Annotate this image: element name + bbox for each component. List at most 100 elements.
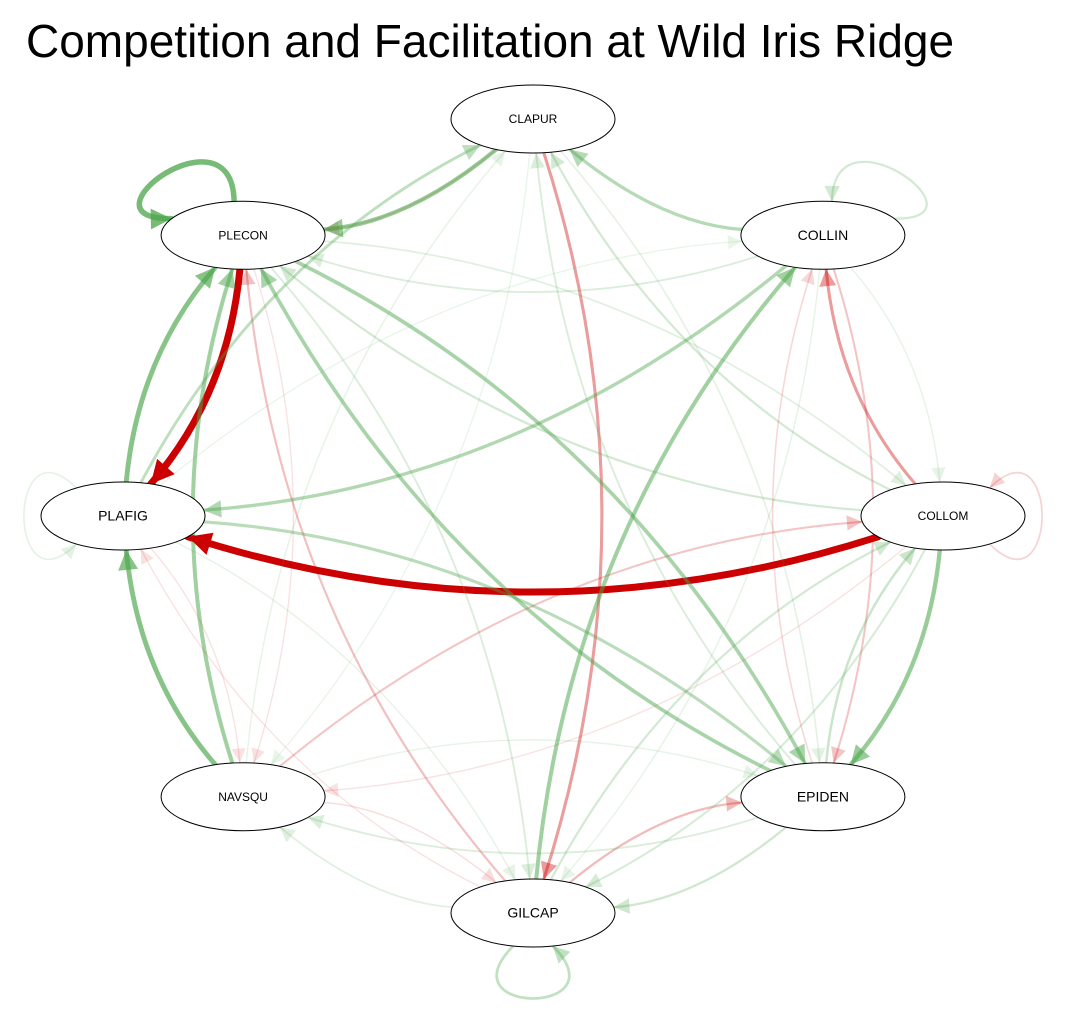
- edge-navsqu-to-collom: [278, 520, 864, 768]
- edge-gilcap-to-navsqu: [278, 826, 454, 909]
- self-loop-edge: [495, 944, 571, 1000]
- node-plafig: PLAFIG: [40, 481, 206, 551]
- edges-layer: [23, 143, 1043, 1000]
- edge-gilcap-to-collom: [549, 541, 892, 881]
- edge-arrowhead: [540, 860, 557, 880]
- node-epiden: EPIDEN: [740, 762, 906, 832]
- edge-collin-to-gilcap: [559, 268, 821, 882]
- node-label: GILCAP: [507, 905, 558, 921]
- node-collin: COLLIN: [740, 200, 906, 270]
- edge-navsqu-to-gilcap: [323, 801, 498, 884]
- edge-arrowhead: [898, 548, 916, 566]
- edge-collom-to-epiden: [848, 547, 942, 767]
- node-navsqu: NAVSQU: [160, 762, 326, 832]
- edge-clapur-to-gilcap: [542, 151, 604, 881]
- edge-arrowhead: [203, 500, 222, 518]
- edge-collom-to-gilcap: [584, 548, 927, 888]
- edge-plecon-to-collom: [323, 240, 908, 487]
- nodes-layer: CLAPUR PLECON COLLIN PLAFIG COLLOM NAVSQU EPID…: [40, 84, 1026, 948]
- edge-collin-to-plafig: [202, 264, 788, 512]
- edge-arrowhead: [873, 542, 891, 556]
- edge-clapur-to-navsqu: [270, 152, 531, 766]
- edge-arrowhead: [502, 863, 516, 880]
- edge-arrowhead: [569, 149, 589, 167]
- edge-arrowhead: [850, 744, 871, 765]
- node-ellipse: [40, 481, 206, 551]
- edge-navsqu-to-plafig: [123, 547, 218, 768]
- edge-plafig-to-epiden: [202, 520, 788, 768]
- node-ellipse: [860, 481, 1026, 551]
- self-loop-edge: [830, 160, 928, 220]
- edge-epiden-to-plecon: [259, 266, 773, 773]
- edge-arrowhead: [824, 185, 840, 202]
- edge-arrowhead: [767, 749, 787, 767]
- edge-arrowhead: [831, 746, 846, 763]
- edge-arrowhead: [819, 269, 837, 287]
- edge-arrowhead: [279, 827, 296, 843]
- edge-arrowhead: [989, 472, 1006, 488]
- edge-arrowhead: [776, 267, 796, 288]
- edge-gilcap-to-epiden: [568, 801, 744, 884]
- edge-plafig-to-collin: [159, 240, 743, 487]
- edge-plafig-to-plecon: [123, 264, 218, 485]
- edge-clapur-to-plecon: [322, 148, 498, 231]
- edge-navsqu-to-clapur: [245, 150, 507, 764]
- edge-arrowhead: [60, 544, 77, 560]
- chart-title: Competition and Facilitation at Wild Iri…: [26, 15, 955, 67]
- edge-arrowhead: [890, 470, 907, 486]
- node-ellipse: [740, 200, 906, 270]
- edge-arrowhead: [231, 748, 246, 763]
- node-label: PLECON: [218, 228, 267, 242]
- node-ellipse: [450, 878, 616, 948]
- arrowheads-layer: [60, 145, 1006, 964]
- edge-arrowhead: [811, 747, 826, 763]
- edge-arrowhead: [585, 873, 603, 887]
- edge-arrowhead: [931, 467, 946, 482]
- edge-arrowhead: [323, 218, 344, 238]
- edge-arrowhead: [727, 235, 743, 250]
- edge-plecon-to-plafig: [147, 265, 244, 488]
- edge-arrowhead: [323, 782, 339, 797]
- edge-arrowhead: [194, 267, 216, 289]
- node-ellipse: [740, 762, 906, 832]
- edge-plecon-to-gilcap: [269, 266, 531, 880]
- edge-collom-to-clapur: [549, 151, 892, 491]
- edge-collin-to-plecon: [307, 255, 759, 294]
- edge-collin-to-collom: [849, 266, 941, 483]
- edge-arrowhead: [140, 549, 154, 565]
- edge-arrowhead: [552, 946, 571, 964]
- edge-arrowhead: [260, 268, 278, 289]
- node-gilcap: GILCAP: [450, 878, 616, 948]
- node-label: CLAPUR: [509, 112, 558, 126]
- edge-arrowhead: [279, 265, 297, 282]
- node-label: COLLOM: [918, 509, 969, 523]
- edge-plafig-to-gilcap: [174, 541, 516, 881]
- edge-gilcap-to-collin: [534, 265, 798, 881]
- edge-collom-to-plecon: [278, 264, 864, 512]
- edge-arrowhead: [308, 253, 325, 268]
- edge-epiden-to-gilcap: [612, 825, 788, 909]
- edge-collom-to-plafig: [184, 533, 882, 596]
- edge-clapur-to-epiden: [559, 150, 821, 764]
- edge-arrowhead: [742, 764, 758, 779]
- node-label: NAVSQU: [218, 790, 268, 804]
- edge-epiden-to-navsqu: [307, 816, 759, 855]
- edge-epiden-to-clapur: [535, 152, 797, 766]
- edge-arrowhead: [187, 532, 214, 555]
- edge-plafig-to-navsqu: [150, 547, 241, 764]
- edge-arrowhead: [150, 458, 175, 484]
- edge-gilcap-to-plafig: [140, 548, 481, 888]
- edge-arrowhead: [613, 898, 630, 914]
- edge-arrowhead: [520, 863, 536, 879]
- edge-navsqu-to-epiden: [307, 739, 759, 777]
- edge-collin-to-clapur: [568, 147, 744, 232]
- edge-arrowhead: [240, 269, 256, 286]
- edge-arrowhead: [217, 269, 236, 290]
- edge-arrowhead: [118, 550, 138, 571]
- self-loop-edge: [988, 471, 1043, 561]
- edge-arrowhead: [550, 152, 565, 170]
- edge-arrowhead: [725, 795, 743, 812]
- edge-collom-to-collin: [824, 267, 917, 486]
- node-ellipse: [160, 762, 326, 832]
